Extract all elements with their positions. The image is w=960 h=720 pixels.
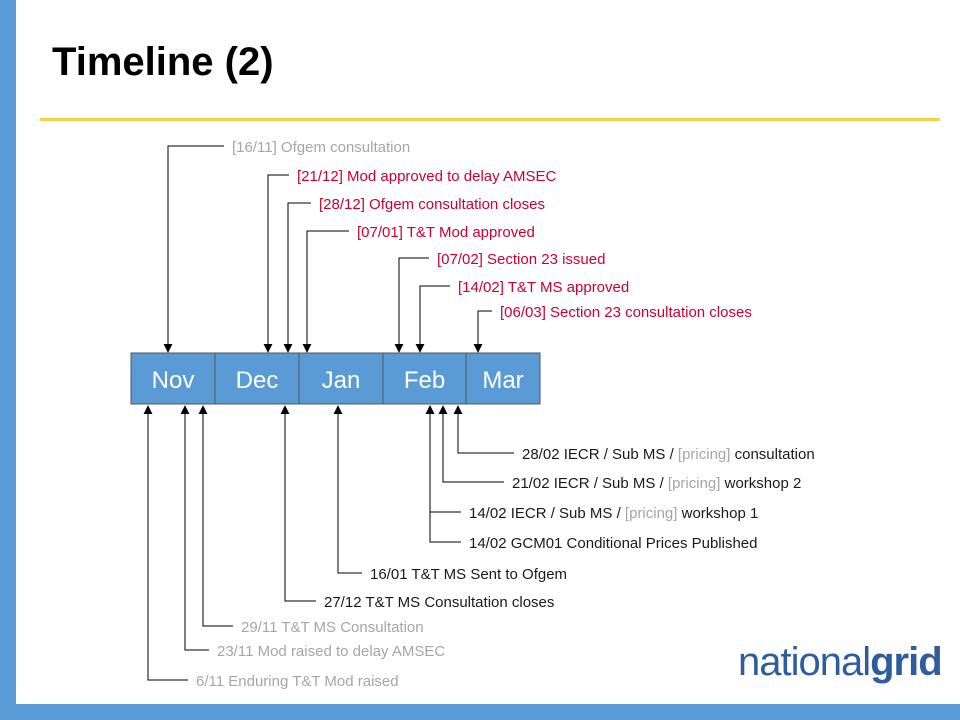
event-below-connector bbox=[333, 405, 362, 574]
event-below-label: 14/02 IECR / Sub MS / [pricing] workshop… bbox=[469, 505, 758, 522]
event-below-label: 23/11 Mod raised to delay AMSEC bbox=[217, 643, 445, 660]
event-below-label: 29/11 T&T MS Consultation bbox=[241, 619, 424, 636]
month-cell-jan bbox=[298, 352, 384, 405]
event-below-connector bbox=[198, 405, 233, 627]
month-cell-dec bbox=[214, 352, 300, 405]
logo-text-national: national bbox=[738, 640, 871, 684]
event-below-connector bbox=[280, 405, 316, 602]
event-above-connector bbox=[394, 257, 429, 353]
event-below-label: 16/01 T&T MS Sent to Ofgem bbox=[370, 566, 567, 583]
month-cell-mar bbox=[465, 352, 541, 405]
event-labels: [16/11] Ofgem consultation [21/12] Mod ap… bbox=[196, 139, 815, 690]
event-above-label: [07/01] T&T Mod approved bbox=[357, 224, 535, 241]
month-label-mar: Mar bbox=[482, 367, 523, 394]
event-above-label: [14/02] T&T MS approved bbox=[458, 279, 629, 296]
month-label-feb: Feb bbox=[404, 367, 445, 394]
event-below-connector bbox=[453, 405, 514, 454]
event-below-label: 28/02 IECR / Sub MS / [pricing] consulta… bbox=[522, 446, 815, 463]
event-connectors bbox=[143, 145, 514, 681]
event-above-connector bbox=[263, 174, 289, 353]
event-below-label: 21/02 IECR / Sub MS / [pricing] workshop… bbox=[512, 475, 801, 492]
event-above-label: [06/03] Section 23 consultation closes bbox=[500, 304, 752, 321]
event-above-connector bbox=[302, 230, 349, 353]
event-above-connector bbox=[473, 310, 492, 353]
event-above-label: [07/02] Section 23 issued bbox=[437, 251, 605, 268]
event-below-connector bbox=[143, 405, 188, 681]
event-above-label: [28/12] Ofgem consultation closes bbox=[319, 196, 545, 213]
event-above-connector bbox=[415, 285, 450, 353]
event-below-connector bbox=[438, 405, 504, 483]
event-below-label: 14/02 GCM01 Conditional Prices Published bbox=[469, 535, 758, 552]
event-below-connector bbox=[180, 405, 209, 651]
page-title: Timeline (2) bbox=[52, 40, 274, 84]
month-strip: Nov Dec Jan Feb Mar bbox=[130, 352, 541, 405]
month-label-jan: Jan bbox=[322, 367, 361, 394]
logo-text-grid: grid bbox=[870, 640, 943, 684]
left-accent-bar bbox=[0, 0, 16, 720]
event-below-connector bbox=[425, 405, 461, 513]
national-grid-logo: nationalgrid bbox=[738, 636, 943, 688]
title-divider bbox=[40, 118, 940, 121]
event-above-label: [16/11] Ofgem consultation bbox=[232, 139, 410, 156]
event-below-label: 27/12 T&T MS Consultation closes bbox=[324, 594, 554, 611]
bottom-accent-bar bbox=[0, 704, 960, 720]
event-above-connector bbox=[283, 202, 311, 353]
event-below-connector bbox=[425, 405, 461, 543]
event-above-connector bbox=[163, 145, 224, 353]
month-label-dec: Dec bbox=[236, 367, 279, 394]
event-below-label: 6/11 Enduring T&T Mod raised bbox=[196, 673, 399, 690]
event-above-label: [21/12] Mod approved to delay AMSEC bbox=[297, 168, 556, 185]
month-label-nov: Nov bbox=[152, 367, 195, 394]
